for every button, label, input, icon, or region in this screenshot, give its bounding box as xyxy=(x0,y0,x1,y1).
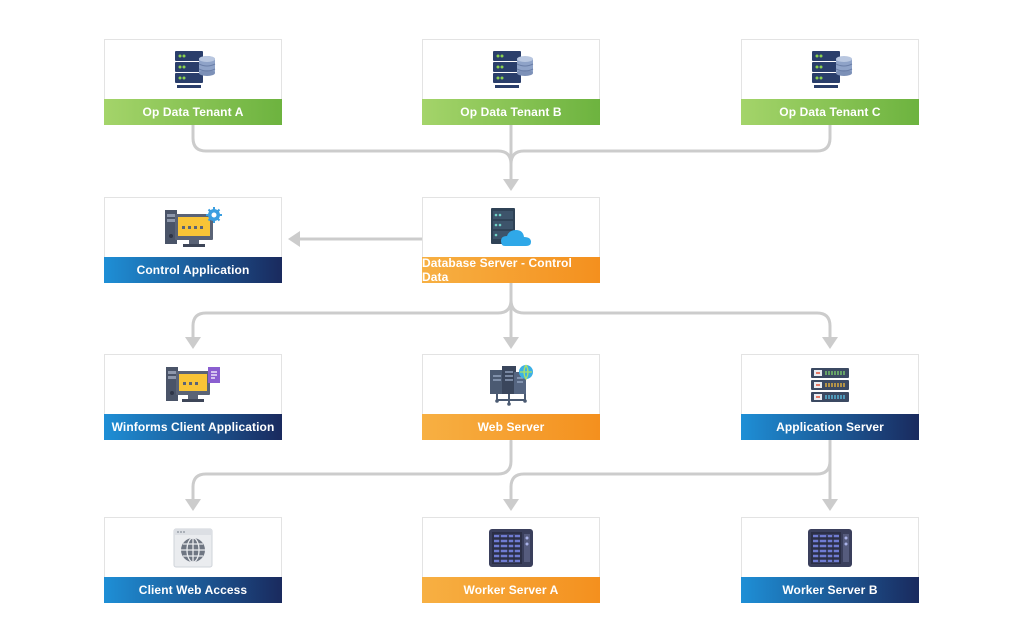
arrowhead-db xyxy=(503,179,519,191)
connector-tenant-a-to-db xyxy=(191,123,513,182)
node-label: Op Data Tenant A xyxy=(104,99,282,125)
node-label: Winforms Client Application xyxy=(104,414,282,440)
node-database-server[interactable]: Database Server - Control Data xyxy=(422,197,600,284)
arrowhead-worker-b xyxy=(822,499,838,511)
node-label: Application Server xyxy=(741,414,919,440)
node-worker-server-a[interactable]: Worker Server A xyxy=(422,517,600,603)
node-client-web-access[interactable]: Client Web Access xyxy=(104,517,282,603)
desktop-document-icon xyxy=(105,355,281,415)
arrowhead-web-server xyxy=(503,337,519,349)
node-web-server[interactable]: Web Server xyxy=(422,354,600,440)
arrowhead-app-server xyxy=(822,337,838,349)
connector-app-to-worker-a xyxy=(509,439,832,502)
node-worker-server-b[interactable]: Worker Server B xyxy=(741,517,919,603)
server-database-icon xyxy=(423,40,599,100)
node-label: Worker Server A xyxy=(422,577,600,603)
connector-db-to-app-server xyxy=(509,298,832,340)
connector-tenant-c-to-db xyxy=(509,123,832,166)
node-label: Op Data Tenant B xyxy=(422,99,600,125)
node-winforms-client-application[interactable]: Winforms Client Application xyxy=(104,354,282,440)
server-tower-icon xyxy=(742,518,918,578)
desktop-settings-icon xyxy=(105,198,281,258)
connector-web-to-client-web xyxy=(191,439,513,502)
node-label: Database Server - Control Data xyxy=(422,256,600,284)
node-label: Control Application xyxy=(104,257,282,283)
node-control-application[interactable]: Control Application xyxy=(104,197,282,283)
node-label: Client Web Access xyxy=(104,577,282,603)
server-rack-icon xyxy=(742,355,918,415)
cloud-server-icon xyxy=(423,198,599,258)
browser-globe-icon xyxy=(105,518,281,578)
node-op-data-tenant-c[interactable]: Op Data Tenant C xyxy=(741,39,919,125)
connector-db-to-winforms xyxy=(191,282,513,340)
server-database-icon xyxy=(105,40,281,100)
server-tower-icon xyxy=(423,518,599,578)
arrowhead-client-web xyxy=(185,499,201,511)
node-application-server[interactable]: Application Server xyxy=(741,354,919,440)
node-label: Worker Server B xyxy=(741,577,919,603)
arrowhead-control-app xyxy=(288,231,300,247)
arrowhead-winforms xyxy=(185,337,201,349)
node-label: Op Data Tenant C xyxy=(741,99,919,125)
node-op-data-tenant-a[interactable]: Op Data Tenant A xyxy=(104,39,282,125)
node-label: Web Server xyxy=(422,414,600,440)
node-op-data-tenant-b[interactable]: Op Data Tenant B xyxy=(422,39,600,125)
arrowhead-worker-a xyxy=(503,499,519,511)
server-database-icon xyxy=(742,40,918,100)
network-globe-server-icon xyxy=(423,355,599,415)
